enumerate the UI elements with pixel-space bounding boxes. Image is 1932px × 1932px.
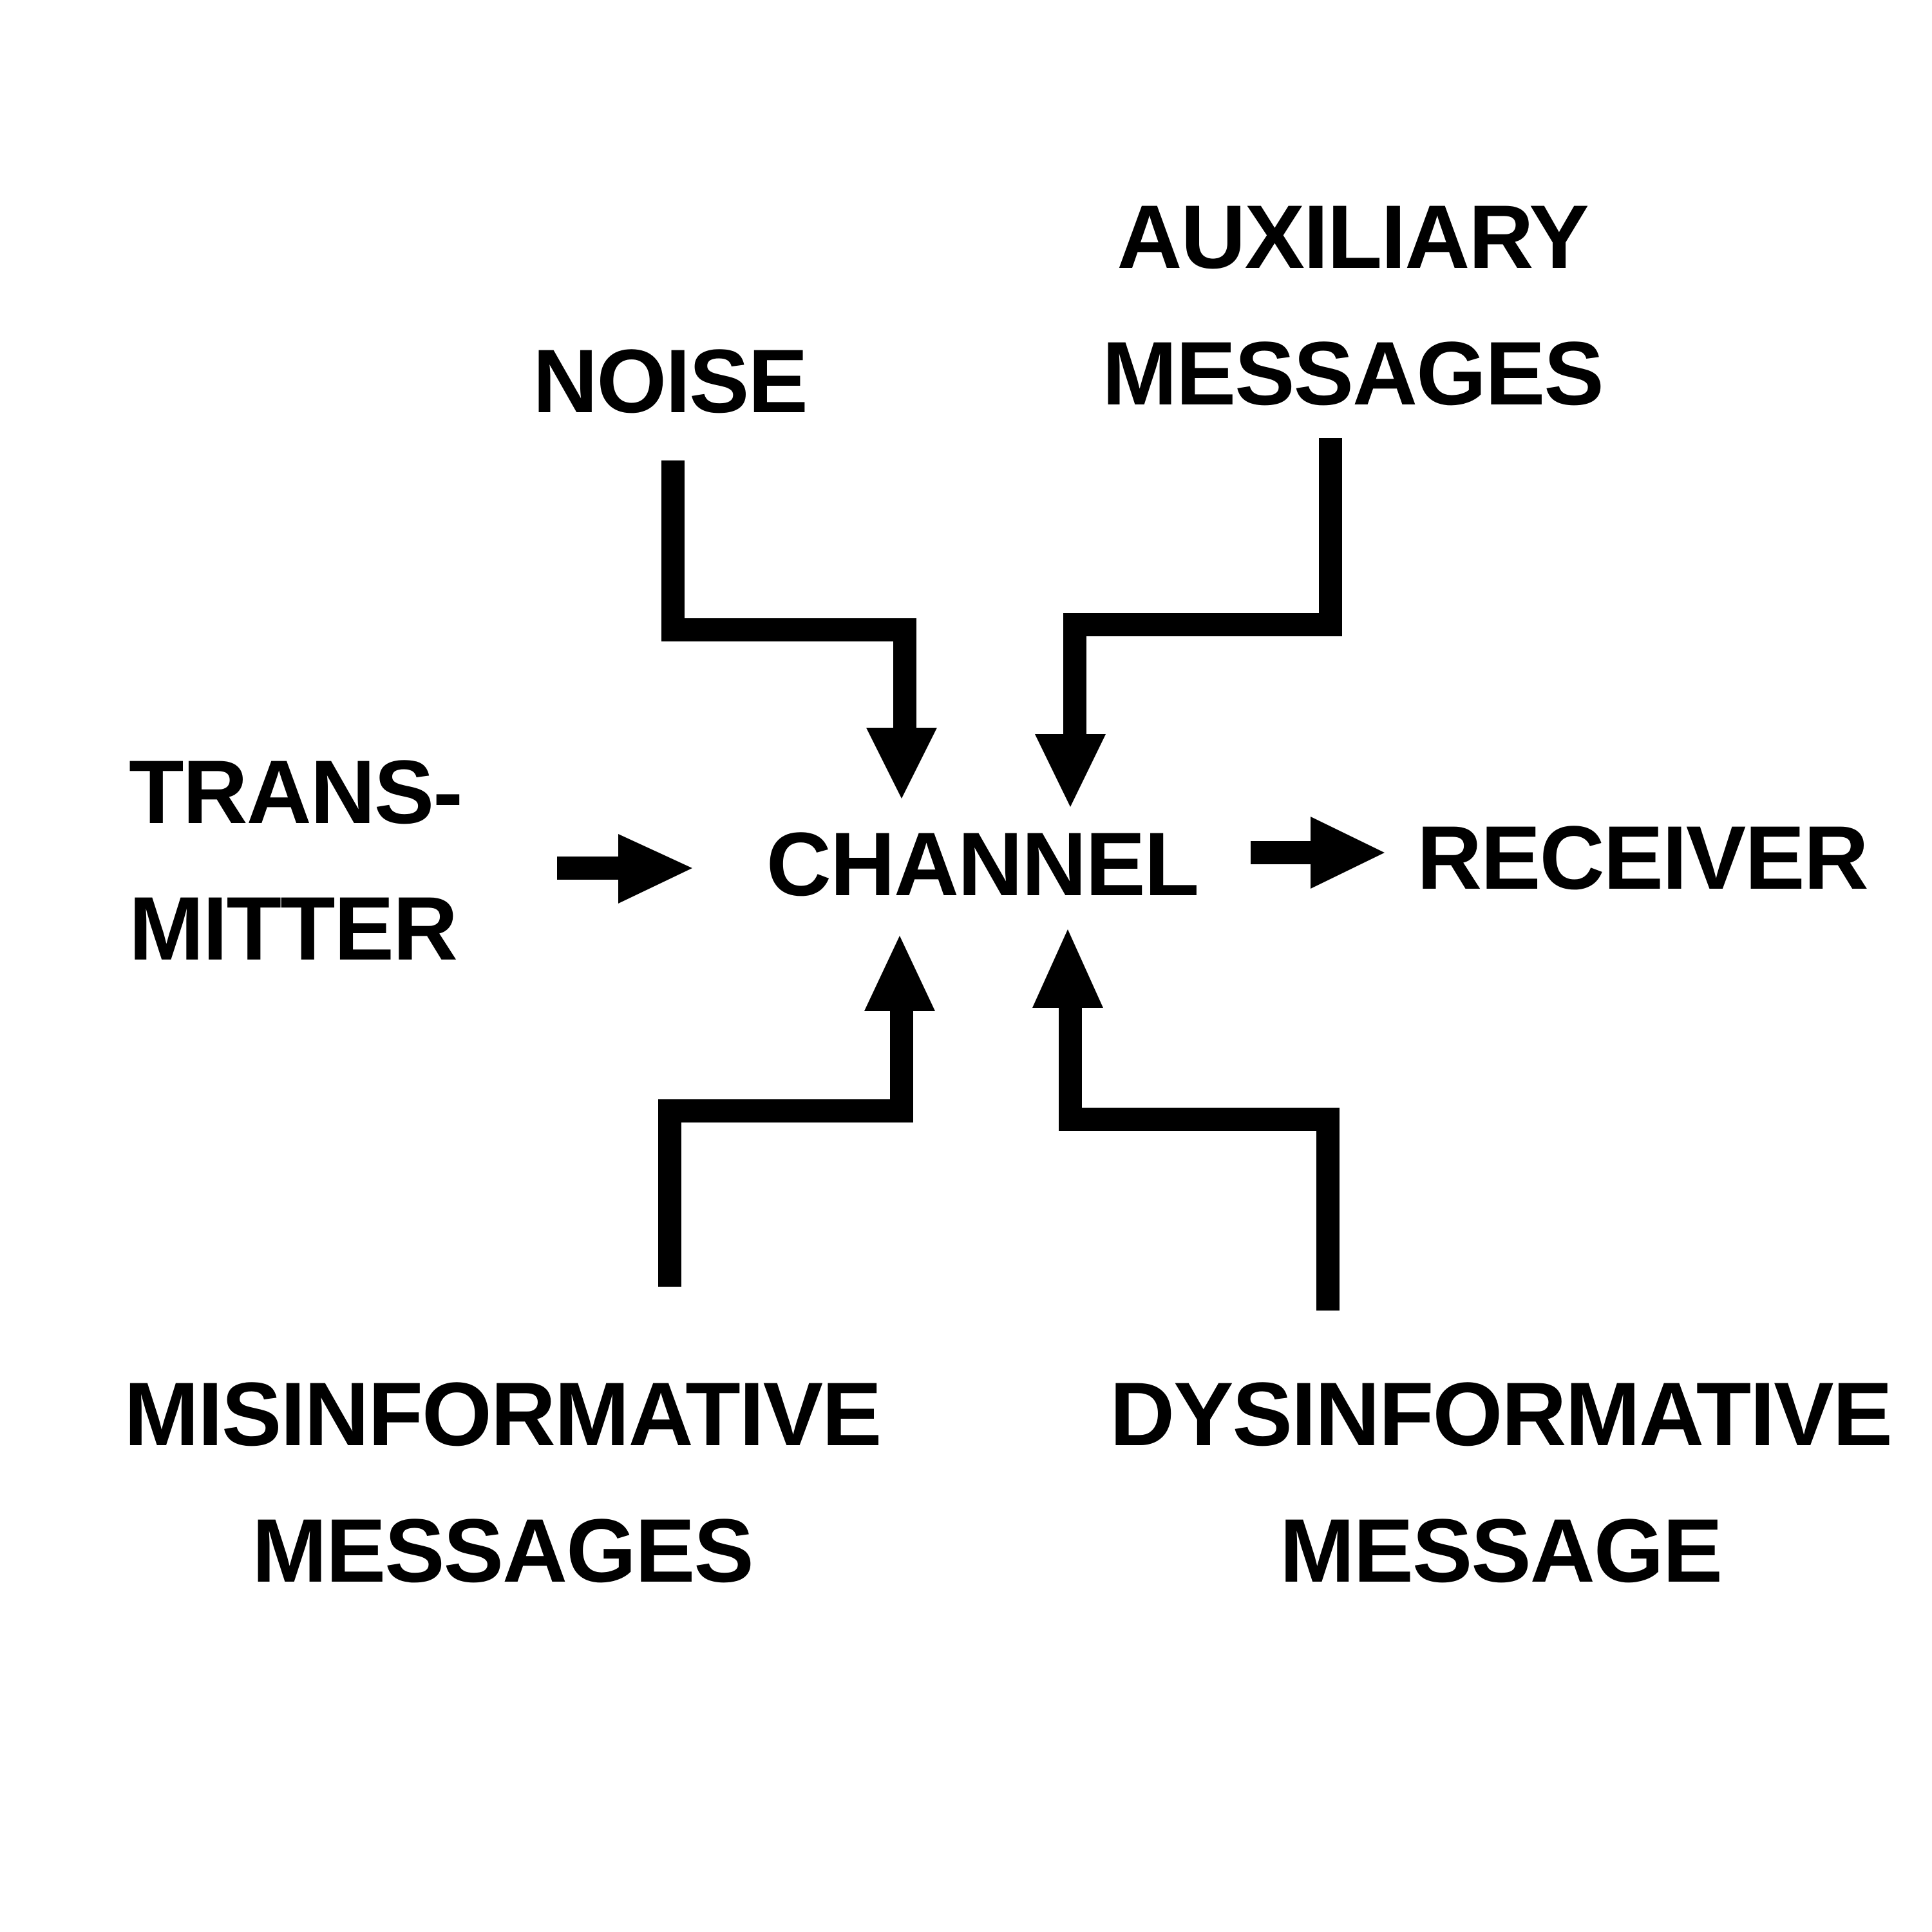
dysinformative-message-label: DYSINFORMATIVE MESSAGE [1069, 1346, 1932, 1619]
transmitter-label-line-1: TRANS- [129, 741, 463, 842]
noise-label-line-1: NOISE [533, 330, 808, 431]
misinformative-messages-label-line-2: MESSAGES [252, 1500, 754, 1601]
transmitter-label: TRANS- MITTER [129, 724, 515, 997]
arrow-auxiliary-to-channel [1063, 438, 1342, 737]
auxiliary-messages-label-line-2: MESSAGES [1102, 323, 1604, 424]
arrowhead-transmitter [618, 834, 692, 904]
misinformative-messages-label: MISINFORMATIVE MESSAGES [52, 1346, 953, 1619]
transmitter-label-line-2: MITTER [129, 878, 458, 979]
channel-label: CHANNEL [741, 796, 1224, 933]
auxiliary-messages-label: AUXILIARY MESSAGES [1082, 169, 1623, 442]
arrowhead-dysinformative [1032, 929, 1103, 1008]
receiver-label: RECEIVER [1417, 790, 1900, 926]
receiver-label-line-1: RECEIVER [1417, 807, 1869, 908]
arrowhead-auxiliary [1035, 734, 1106, 807]
arrowhead-misinformative [864, 936, 935, 1011]
arrow-dysinformative-to-channel [1059, 1005, 1340, 1311]
channel-label-line-1: CHANNEL [766, 813, 1199, 914]
arrowhead-receiver [1311, 817, 1385, 889]
arrowhead-noise [866, 728, 937, 799]
misinformative-messages-label-line-1: MISINFORMATIVE [124, 1363, 882, 1464]
arrow-noise-to-channel [661, 460, 916, 731]
dysinformative-message-label-line-2: MESSAGE [1279, 1500, 1723, 1601]
noise-label: NOISE [515, 313, 824, 450]
arrow-misinformative-to-channel [658, 1008, 913, 1287]
dysinformative-message-label-line-1: DYSINFORMATIVE [1110, 1363, 1893, 1464]
auxiliary-messages-label-line-1: AUXILIARY [1117, 186, 1589, 287]
